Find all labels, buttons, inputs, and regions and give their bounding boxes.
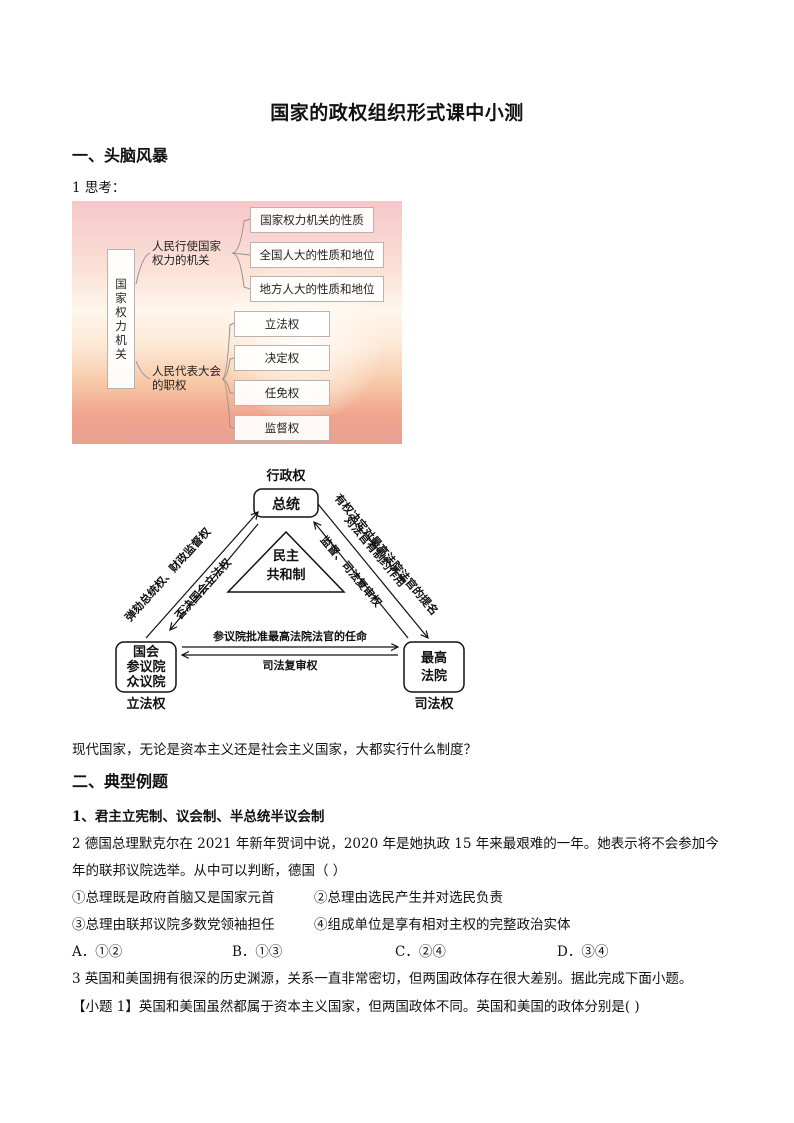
- senate-label: 参议院: [126, 659, 165, 675]
- choice-d: D．③④: [557, 944, 609, 960]
- question-3-subquestion-1: 【小题 1】英国和美国虽然都属于资本主义国家，但两国政体不同。英国和美国的政体分…: [72, 999, 640, 1015]
- mindmap-item-supervision: 监督权: [234, 415, 330, 441]
- congress-label: 国会: [133, 644, 160, 660]
- mindmap-branch1-label: 人民行使国家权力的机关: [152, 239, 221, 267]
- question-3: 3 英国和美国拥有很深的历史渊源，关系一直非常密切，但两国政体存在很大差别。据此…: [72, 971, 693, 987]
- choice-a: A．①②: [72, 944, 123, 960]
- mindmap-item-legislative: 立法权: [234, 311, 330, 337]
- page-title: 国家的政权组织形式课中小测: [270, 102, 524, 124]
- bottom-upper-label: 参议院批准最高法院法官的任命: [213, 629, 368, 643]
- question-text: 现代国家，无论是资本主义还是社会主义国家，大都实行什么制度？: [72, 742, 477, 758]
- mindmap-root-label: 国家权力机关: [115, 277, 127, 361]
- mindmap-image: 国家权力机关 人民行使国家权力的机关 人民代表大会的职权 国家权力机关的性质 全…: [72, 201, 402, 444]
- option-3: ③总理由联邦议院多数党领袖担任: [72, 917, 275, 933]
- triangle-svg: 行政权 总统 民主 共和制 国会 参议院 众议院 立法权 最高 法院 司法权 弹…: [115, 468, 465, 712]
- question-2-line-2: 年的联邦议院选举。从中可以判断，德国（ ）: [72, 863, 347, 879]
- arrow-congress-to-president: [145, 512, 258, 639]
- mindmap-item-appointment: 任免权: [234, 380, 330, 406]
- mindmap-root-box: 国家权力机关: [107, 249, 135, 389]
- bottom-lower-label: 司法复审权: [263, 658, 319, 672]
- mindmap-connectors: [135, 218, 251, 429]
- question-2-line-1: 2 德国总理默克尔在 2021 年新年贺词中说，2020 年是她执政 15 年来…: [72, 836, 719, 852]
- legislative-role-label: 立法权: [126, 696, 166, 712]
- mindmap-item-decision: 决定权: [234, 345, 330, 371]
- option-4: ④组成单位是享有相对主权的完整政治实体: [314, 917, 571, 933]
- choice-b: B．①③: [232, 944, 283, 960]
- house-label: 众议院: [126, 674, 165, 690]
- judicial-role-label: 司法权: [414, 696, 454, 712]
- option-1: ①总理既是政府首脑又是国家元首: [72, 890, 275, 906]
- supreme-court-box: [403, 641, 465, 693]
- arrow-president-to-congress: [170, 523, 259, 630]
- section-heading-examples: 二、典型例题: [72, 772, 169, 791]
- subheading-constitutional-monarchy: 1、君主立宪制、议会制、半总统半议会制: [72, 809, 325, 825]
- arrow-court-to-president: [314, 522, 409, 639]
- mindmap-item-npc: 全国人大的性质和地位: [250, 242, 384, 268]
- inner-triangle: [226, 530, 346, 593]
- arrow-president-to-court: [317, 503, 428, 638]
- choice-c: C．②④: [395, 944, 446, 960]
- center-label-1: 民主: [273, 548, 299, 564]
- executive-role-label: 行政权: [265, 468, 306, 484]
- supreme-label: 最高: [421, 650, 447, 666]
- president-label: 总统: [272, 496, 300, 513]
- checks-balances-diagram: 行政权 总统 民主 共和制 国会 参议院 众议院 立法权 最高 法院 司法权 弹…: [108, 462, 488, 712]
- president-box: [253, 488, 319, 518]
- left-outer-label: 弹劾总统权、财政监督权: [122, 524, 214, 624]
- mindmap-branch2-label: 人民代表大会的职权: [152, 364, 221, 392]
- section-heading-brainstorm: 一、头脑风暴: [72, 146, 169, 165]
- mindmap-item-nature: 国家权力机关的性质: [250, 207, 374, 233]
- question-1-label: 1 思考：: [72, 180, 126, 196]
- mindmap-item-local-pc: 地方人大的性质和地位: [250, 276, 384, 302]
- court-label: 法院: [421, 668, 447, 684]
- option-2: ②总理由选民产生并对选民负责: [314, 890, 503, 906]
- center-label-2: 共和制: [266, 567, 305, 583]
- congress-box: [115, 641, 177, 693]
